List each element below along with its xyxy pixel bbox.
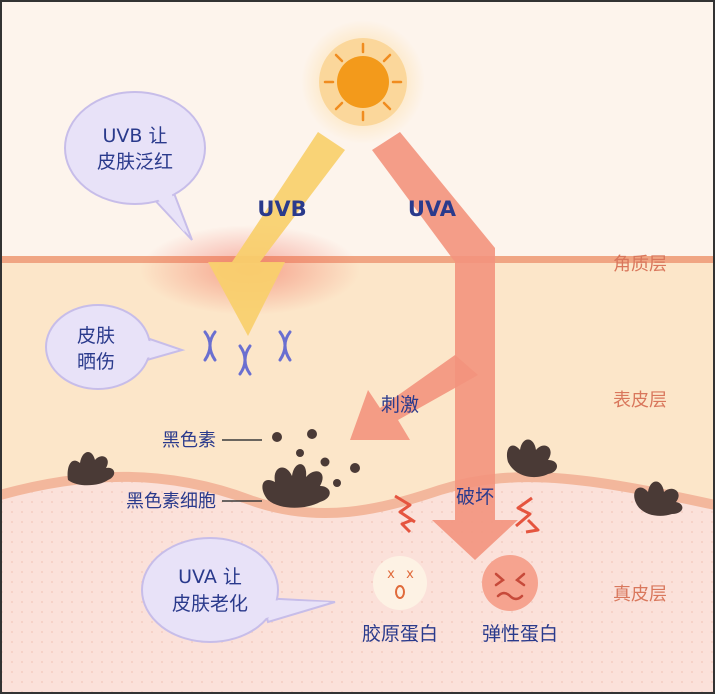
- epidermis-dermis-border: [0, 471, 715, 519]
- uvb-label: UVB: [257, 197, 306, 221]
- collagen-label: 胶原蛋白: [362, 623, 438, 645]
- stimulate-arrow: [350, 355, 478, 440]
- uvb-redness-line1: UVB 让: [103, 125, 168, 147]
- stimulate-label: 刺激: [381, 394, 419, 416]
- uva-aging-bubble: UVA 让 皮肤老化: [141, 537, 336, 643]
- melanocyte-label: 黑色素细胞: [126, 491, 216, 512]
- sunburn-line2: 晒伤: [77, 351, 115, 373]
- stratum-corneum-line: [0, 256, 715, 263]
- melanin-granules: [272, 429, 360, 487]
- collagen-icon: x x: [373, 556, 427, 610]
- svg-text:x: x: [406, 567, 414, 582]
- sunburn-bubble: 皮肤 晒伤: [45, 304, 186, 390]
- uva-aging-line2: 皮肤老化: [172, 593, 248, 615]
- dermis-label: 真皮层: [613, 584, 667, 605]
- uva-aging-line1: UVA 让: [178, 566, 242, 588]
- uvb-redness-line2: 皮肤泛红: [97, 151, 173, 173]
- damage-spark-icons: [394, 494, 540, 534]
- dna-damage-marks: [203, 330, 292, 376]
- elastin-icon: [482, 555, 538, 611]
- stratum-corneum-label: 角质层: [613, 254, 667, 275]
- melanin-label: 黑色素: [162, 430, 216, 451]
- damage-label: 破坏: [456, 486, 494, 508]
- epidermis-label: 表皮层: [613, 390, 667, 411]
- uvb-arrow: [208, 132, 345, 336]
- svg-text:x: x: [387, 567, 395, 582]
- uva-label: UVA: [408, 197, 457, 221]
- sunburn-line1: 皮肤: [77, 325, 115, 347]
- elastin-label: 弹性蛋白: [482, 623, 558, 645]
- uvb-redness-bubble: UVB 让 皮肤泛红: [64, 91, 206, 241]
- melanocyte-cells: [67, 439, 683, 516]
- uva-arrow: [372, 132, 518, 560]
- sun-icon: [301, 20, 425, 144]
